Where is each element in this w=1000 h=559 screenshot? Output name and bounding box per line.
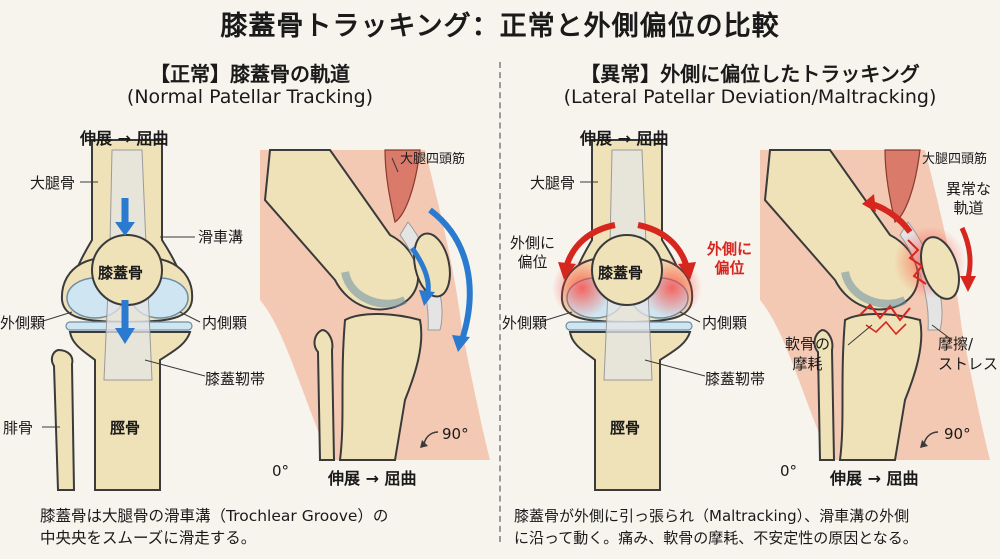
abnormal-label-cartilage: 軟骨の 摩耗 — [785, 334, 830, 374]
normal-caption-line-1: 膝蓋骨は大腿骨の滑車溝（Trochlear Groove）の — [40, 507, 389, 525]
quadriceps-shape — [384, 149, 421, 224]
normal-label-patella: 膝蓋骨 — [98, 264, 144, 282]
tibia-shape — [68, 331, 192, 491]
fibula-shape — [50, 348, 76, 491]
normal-label-fibula: 腓骨 — [3, 419, 34, 437]
stress-zigzag-2 — [859, 303, 911, 322]
side-arrow-outer — [428, 207, 473, 341]
normal-caption: 膝蓋骨は大腿骨の滑車溝（Trochlear Groove）の 中央央をスムーズに… — [40, 505, 500, 549]
abnormal-label-patella: 膝蓋骨 — [598, 264, 644, 282]
red-arrow-side-up — [871, 201, 913, 234]
normal-label-angle-0: 0° — [272, 462, 290, 480]
abnormal-heading: 【異常】外側に偏位したトラッキング — [580, 62, 920, 86]
normal-arrow-upper-head — [115, 222, 135, 236]
abnormal-patella-shape — [591, 234, 663, 306]
abnormal-red-shift-line-2: 偏位 — [714, 259, 745, 277]
abnormal-red-shift-line-1: 外側に — [707, 240, 753, 258]
abnormal-lateral-shift-line-2: 偏位 — [517, 253, 548, 271]
abnormal-label-patellar-ligament: 膝蓋靭帯 — [705, 370, 766, 388]
side-patella-shape — [413, 232, 451, 298]
stress-zigzag-3 — [865, 320, 907, 336]
normal-label-quadriceps: 大腿四頭筋 — [400, 152, 466, 167]
normal-label-tibia: 脛骨 — [110, 419, 141, 437]
abnormal-label-lateral-condyle: 外側顆 — [502, 314, 548, 332]
abnormal-label-angle-0: 0° — [780, 462, 798, 480]
abnormal-stress-line-1: 摩擦/ — [938, 335, 974, 353]
abnormal-cartilage-line-1: 軟骨の — [785, 335, 831, 353]
side-tibia-shape — [338, 313, 423, 461]
page-title: 膝蓋骨トラッキング：正常と外側偏位の比較 — [220, 11, 780, 42]
normal-label-medial-condyle: 内側顆 — [202, 314, 248, 332]
abnormal-label-red-shift: 外側に 偏位 — [707, 240, 752, 278]
abnormal-track-line-1: 異常な — [946, 180, 992, 198]
abnormal-label-femur: 大腿骨 — [530, 174, 576, 192]
red-arrow-right — [637, 222, 690, 269]
abnormal-label-angle-90: 90° — [944, 425, 971, 443]
normal-subheading: (Normal Patellar Tracking) — [126, 86, 374, 108]
abnormal-label-stress: 摩擦/ ストレス — [938, 334, 998, 374]
abnormal-label-abnormal-track: 異常な 軌道 — [946, 180, 991, 218]
normal-label-trochlear: 滑車溝 — [198, 228, 244, 246]
abnormal-label-medial-condyle: 内側顆 — [702, 314, 748, 332]
normal-label-patellar-ligament: 膝蓋靭帯 — [205, 370, 266, 388]
abnormal-caption-line-2: に沿って動く。痛み、軟骨の摩耗、不安定性の原因となる。 — [514, 529, 918, 547]
normal-heading: 【正常】膝蓋骨の軌道 — [150, 62, 350, 86]
normal-front-axis: 伸展 → 屈曲 — [80, 129, 169, 148]
normal-label-lateral-condyle: 外側顆 — [0, 314, 46, 332]
abnormal-label-tibia: 脛骨 — [610, 419, 641, 437]
normal-arrow-lower-head — [115, 328, 135, 344]
normal-label-angle-90: 90° — [442, 425, 469, 443]
abnormal-side-axis: 伸展 → 屈曲 — [830, 469, 919, 488]
abnormal-cartilage-line-2: 摩耗 — [792, 355, 823, 373]
abnormal-track-line-2: 軌道 — [953, 199, 984, 217]
red-arrow-left — [563, 222, 616, 269]
side-fibula-shape — [313, 328, 336, 461]
abnormal-front-axis: 伸展 → 屈曲 — [580, 129, 669, 148]
normal-caption-line-2: 中央央をスムーズに滑走する。 — [40, 529, 257, 547]
stress-zigzag-1 — [907, 239, 927, 285]
side-arrow-inner — [409, 246, 431, 293]
abnormal-stress-line-2: ストレス — [938, 355, 999, 373]
abnormal-label-lateral-shift: 外側に 偏位 — [510, 234, 555, 272]
abnormal-front-view — [539, 139, 706, 491]
panel-divider — [499, 62, 501, 542]
normal-side-axis: 伸展 → 屈曲 — [328, 469, 417, 488]
abnormal-caption: 膝蓋骨が外側に引っ張られ（Maltracking）、滑車溝の外側 に沿って動く。… — [514, 505, 994, 549]
abnormal-label-quadriceps: 大腿四頭筋 — [922, 152, 988, 167]
abnormal-subheading: (Lateral Patellar Deviation/Maltracking) — [563, 86, 937, 108]
abnormal-lateral-shift-line-1: 外側に — [510, 234, 556, 252]
abnormal-side-view — [760, 149, 990, 461]
normal-side-view — [260, 149, 490, 461]
normal-label-femur: 大腿骨 — [30, 174, 76, 192]
abnormal-caption-line-1: 膝蓋骨が外側に引っ張られ（Maltracking）、滑車溝の外側 — [514, 507, 910, 525]
normal-front-view — [39, 139, 206, 491]
red-arrow-side-down — [959, 226, 973, 279]
abnormal-panel: 【異常】外側に偏位したトラッキング (Lateral Patellar Devi… — [500, 0, 1000, 559]
normal-panel: 【正常】膝蓋骨の軌道 (Normal Patellar Tracking) — [0, 62, 500, 549]
